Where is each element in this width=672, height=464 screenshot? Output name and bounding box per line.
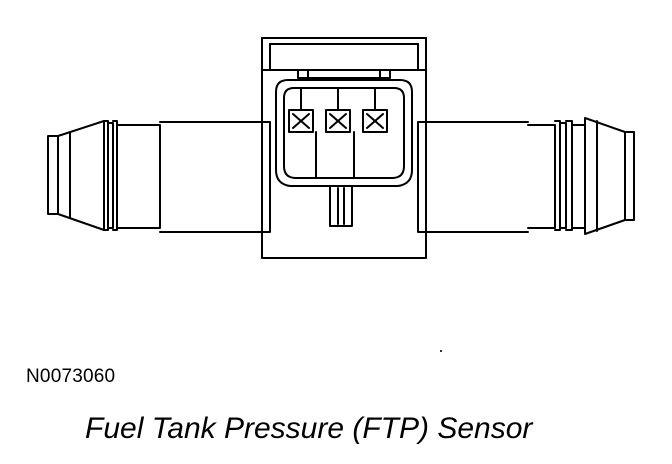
electrical-connector xyxy=(275,79,413,227)
ftp-sensor-drawing xyxy=(47,37,635,259)
figure-caption: Fuel Tank Pressure (FTP) Sensor xyxy=(85,412,533,445)
sensor-body xyxy=(261,37,427,259)
right-hose-nipple xyxy=(425,117,635,235)
left-hose-nipple xyxy=(47,120,263,233)
figure-id: N0073060 xyxy=(26,366,116,387)
scan-speck xyxy=(440,350,442,352)
